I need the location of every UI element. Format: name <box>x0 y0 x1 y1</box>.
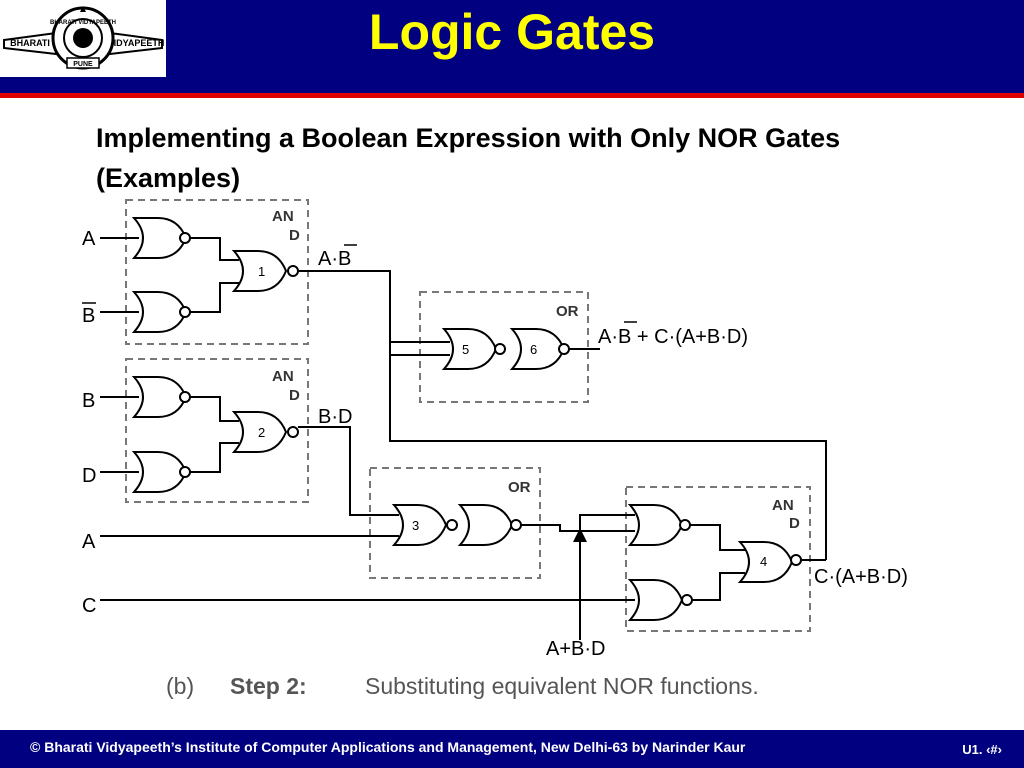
expression-and4-output: C·(A+B·D) <box>814 566 908 588</box>
and-block-2 <box>125 358 309 503</box>
expression-and1-output: A·B <box>318 248 351 270</box>
nor-gate <box>457 504 514 546</box>
gate-number-4: 4 <box>760 554 767 569</box>
slide-number: U1. ‹#› <box>962 742 1002 757</box>
footer-copyright: © Bharati Vidyapeeth’s Institute of Comp… <box>30 739 746 755</box>
header-divider <box>0 93 1024 98</box>
title-bar <box>0 0 1024 93</box>
gate-number-5: 5 <box>462 342 469 357</box>
input-label-b: B <box>82 390 95 412</box>
institute-logo: BHARATI VIDYAPEETH BHARATI VIDYAPEETH PU… <box>0 0 166 77</box>
or-block-upper <box>419 291 589 403</box>
nor-gate-4 <box>737 541 794 583</box>
block-label-and-2-bottom: D <box>289 387 300 404</box>
input-label-b-bar: B <box>82 305 95 327</box>
caption-step: Step 2: <box>230 673 307 699</box>
logo-city: PUNE <box>73 61 93 68</box>
gate-number-1: 1 <box>258 264 265 279</box>
block-label-or-upper: OR <box>556 303 579 320</box>
nor-circuit-diagram: A B B D A C AN D AN D OR OR AN D 1 2 3 4… <box>82 199 908 699</box>
nor-gate <box>131 291 188 333</box>
input-label-c: C <box>82 595 96 617</box>
nor-gate <box>131 376 188 418</box>
block-label-and-3-bottom: D <box>789 515 800 532</box>
or-block-lower <box>369 467 541 579</box>
nor-gate-2 <box>231 411 288 453</box>
nor-gate-3 <box>391 504 448 546</box>
caption-label: (b) <box>166 673 194 699</box>
gate-number-6: 6 <box>530 342 537 357</box>
input-label-d: D <box>82 465 96 487</box>
block-label-and-1-top: AN <box>272 208 294 225</box>
nor-gate-5 <box>441 328 498 370</box>
nor-gate-6 <box>509 328 566 370</box>
expression-final-output: A·B + C·(A+B·D) <box>598 326 748 348</box>
block-label-or-lower: OR <box>508 479 531 496</box>
nor-gate <box>131 451 188 493</box>
block-label-and-1-bottom: D <box>289 227 300 244</box>
expression-and2-output: B·D <box>318 406 352 428</box>
input-label-a-2: A <box>82 531 96 553</box>
footer-bar: © Bharati Vidyapeeth’s Institute of Comp… <box>0 730 1024 768</box>
logo-word-left: BHARATI <box>10 38 50 48</box>
gate-number-2: 2 <box>258 425 265 440</box>
gate-number-3: 3 <box>412 518 419 533</box>
block-label-and-3-top: AN <box>772 497 794 514</box>
logo-ring-text: BHARATI VIDYAPEETH <box>50 20 116 26</box>
block-label-and-2-top: AN <box>272 368 294 385</box>
nor-gate <box>131 217 188 259</box>
slide-title: Logic Gates <box>368 4 656 60</box>
expression-or3-output: A+B·D <box>546 638 605 660</box>
nor-gate-1 <box>231 250 288 292</box>
nor-gate <box>627 579 684 621</box>
nor-gate <box>627 504 684 546</box>
caption-text: Substituting equivalent NOR functions. <box>365 673 759 699</box>
input-label-a: A <box>82 228 96 250</box>
logo-word-right: VIDYAPEETH <box>108 38 165 48</box>
slide-heading: Implementing a Boolean Expression with O… <box>96 123 841 193</box>
